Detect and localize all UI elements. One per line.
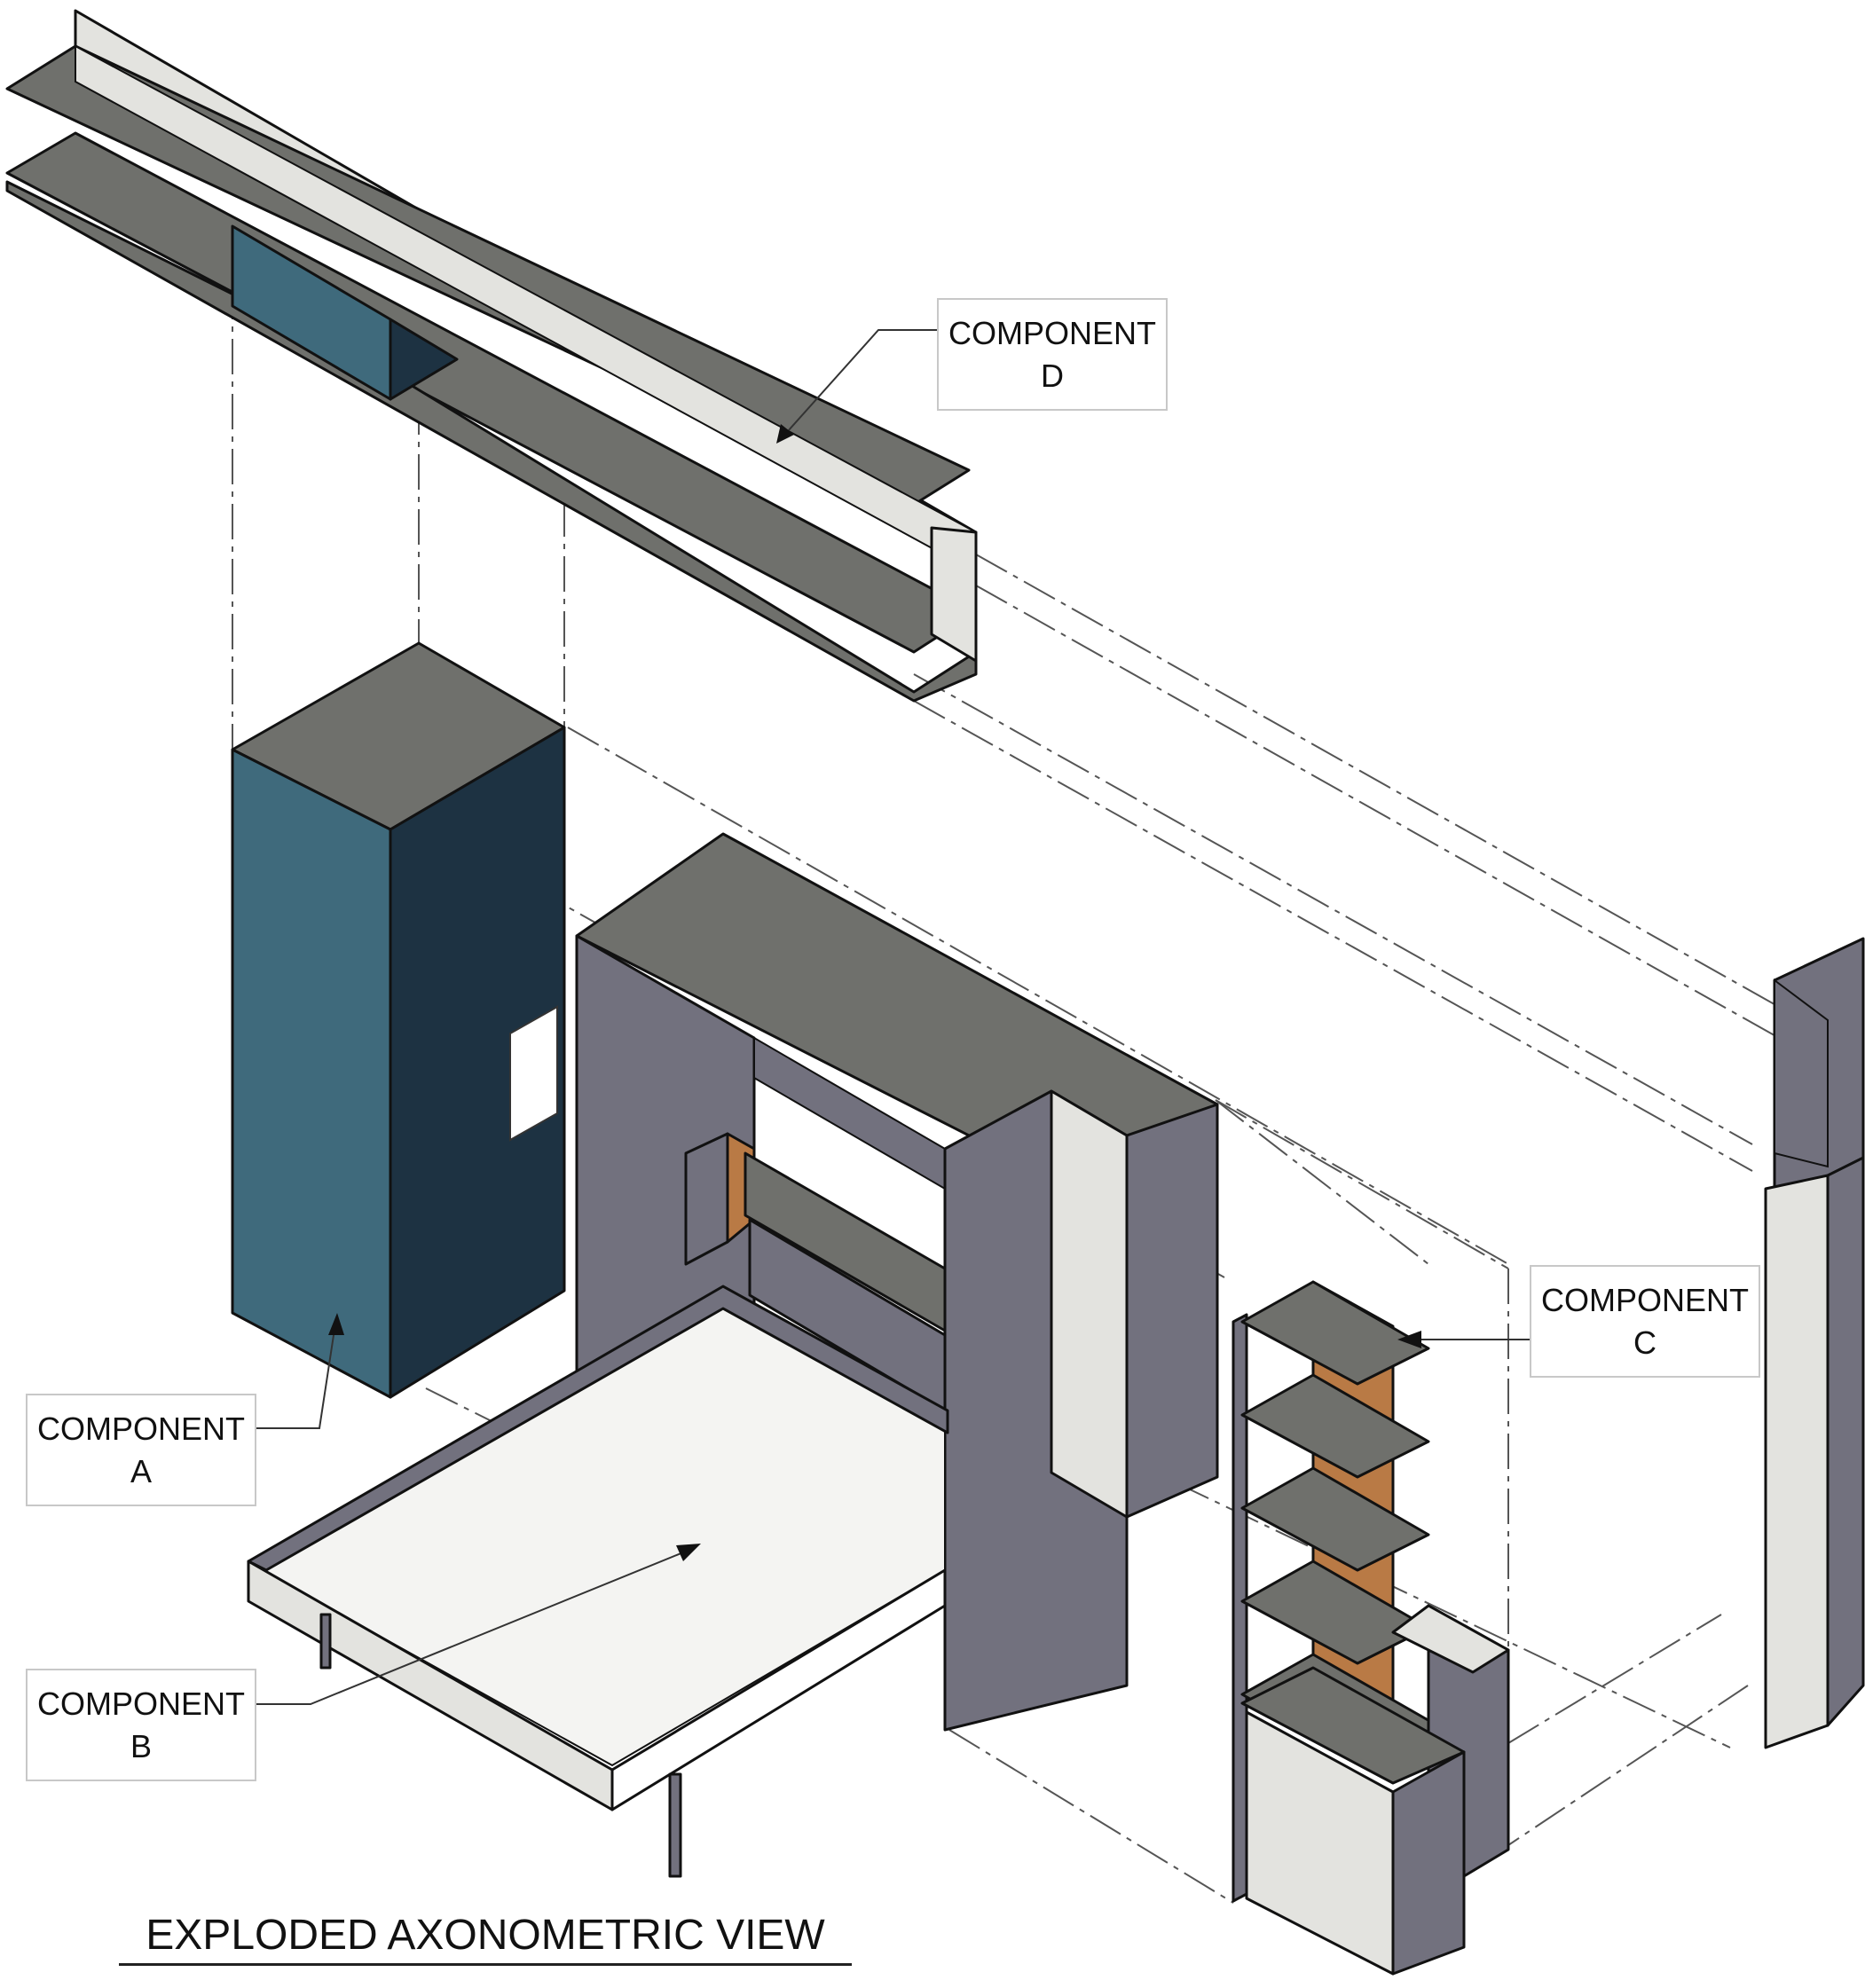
leader-lines <box>253 329 1530 1705</box>
component-b-bed-platform <box>247 1285 949 1878</box>
component-c-shelf-1 <box>1240 1280 1430 1386</box>
component-c-shelf-2 <box>1240 1373 1430 1479</box>
component-a-label-line1: COMPONENT <box>37 1410 245 1447</box>
component-c-shelf-3 <box>1240 1466 1430 1572</box>
component-d-shelving <box>5 9 978 703</box>
component-a-front <box>231 748 392 1399</box>
component-a-tall-cabinet <box>231 641 566 1399</box>
component-b-label-line2: B <box>130 1727 152 1764</box>
wall-panel-lower-face <box>1764 1174 1830 1749</box>
right-cabinet-side <box>1050 1089 1129 1519</box>
component-b-leg-right <box>668 1772 682 1878</box>
component-a-label: COMPONENT A <box>26 1394 256 1506</box>
arrowhead-b <box>676 1544 701 1561</box>
wall-panel-top-edge <box>1774 978 1829 1168</box>
component-b-label-line1: COMPONENT <box>37 1685 245 1722</box>
arrowhead-c <box>1397 1331 1421 1348</box>
view-title: EXPLODED AXONOMETRIC VIEW <box>119 1911 852 1966</box>
component-a-handle-recess <box>509 1005 558 1142</box>
arrowhead-d <box>776 424 794 444</box>
arrowhead-a <box>328 1313 344 1335</box>
component-d-label: COMPONENT D <box>937 298 1168 411</box>
component-c-label: COMPONENT C <box>1530 1265 1760 1378</box>
component-c-cabinet-side <box>1391 1750 1466 1976</box>
bed-surround-unit <box>575 832 1219 1732</box>
niche-side <box>684 1132 729 1266</box>
component-b-leg-left <box>319 1613 332 1670</box>
component-d-middle-rail <box>75 44 977 574</box>
component-d-lower-shelf <box>5 131 978 654</box>
wall-panel-right <box>1764 937 1865 1749</box>
component-c-label-line1: COMPONENT <box>1541 1281 1749 1318</box>
component-c-side-panel <box>1232 1313 1248 1903</box>
component-d-label-line2: D <box>1041 357 1064 394</box>
component-d-label-line1: COMPONENT <box>948 314 1156 351</box>
wall-panel-lower-side <box>1826 1156 1865 1727</box>
component-d-end-cap <box>930 526 978 663</box>
component-a-side <box>389 726 566 1399</box>
component-a-label-line2: A <box>130 1452 152 1489</box>
component-b-side-rail <box>610 1568 947 1811</box>
component-b-label: COMPONENT B <box>26 1669 256 1781</box>
component-c-base-top <box>1391 1604 1510 1674</box>
component-c-shelf-tower <box>1232 1280 1510 1976</box>
component-c-label-line2: C <box>1633 1324 1656 1361</box>
component-d-dark-cabinet-side <box>389 318 459 401</box>
component-c-shelf-4 <box>1240 1560 1430 1665</box>
right-cabinet-front <box>1125 1103 1219 1519</box>
